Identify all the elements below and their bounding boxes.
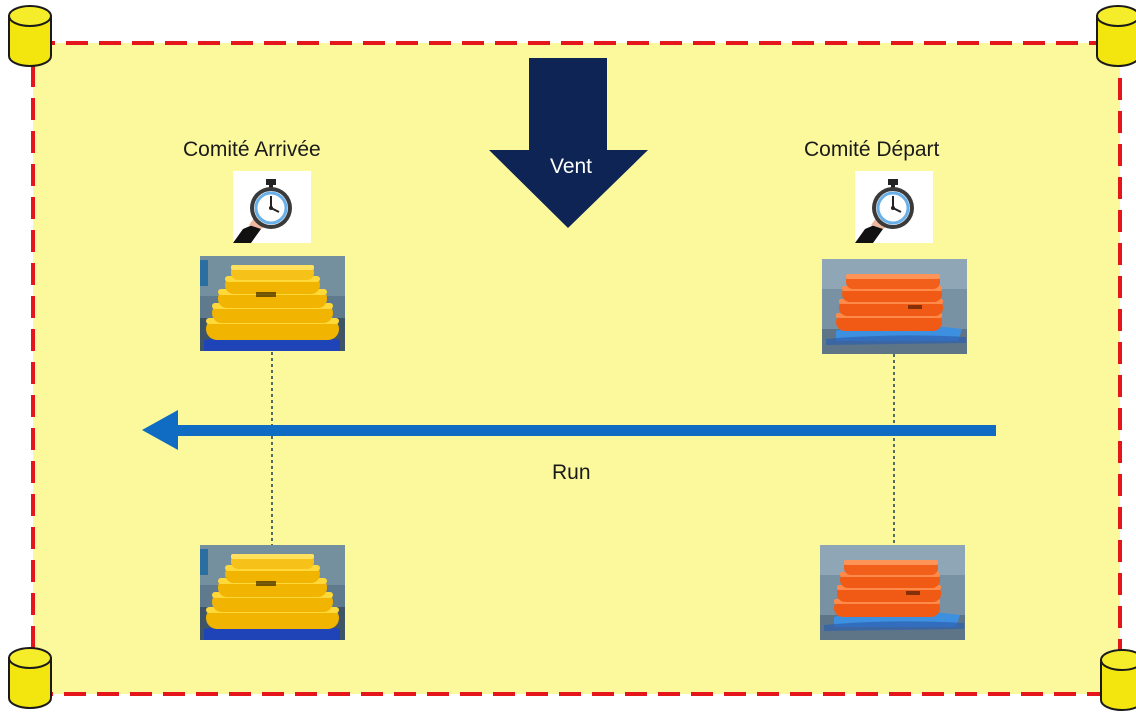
run-label: Run [552, 461, 591, 484]
run-arrow-icon [142, 410, 178, 450]
course-zone-border [31, 41, 1122, 696]
finish-committee-label: Comité Arrivée [183, 138, 321, 161]
start-buoy-top-icon [822, 259, 967, 354]
start-buoy-bottom-icon [820, 545, 965, 640]
corner-marker-icon-top-right [1096, 5, 1136, 67]
corner-marker-icon-bottom-right [1100, 649, 1136, 711]
run-arrow-shaft [172, 425, 996, 436]
finish-stopwatch-icon [231, 169, 313, 245]
corner-marker-icon-top-left [8, 5, 52, 67]
finish-buoy-bottom-icon [200, 545, 345, 640]
wind-label: Vent [549, 155, 593, 178]
wind-arrow-icon [489, 58, 648, 228]
corner-marker-icon-bottom-left [8, 647, 52, 709]
start-committee-label: Comité Départ [804, 138, 940, 161]
finish-buoy-top-icon [200, 256, 345, 351]
start-stopwatch-icon [853, 169, 935, 245]
